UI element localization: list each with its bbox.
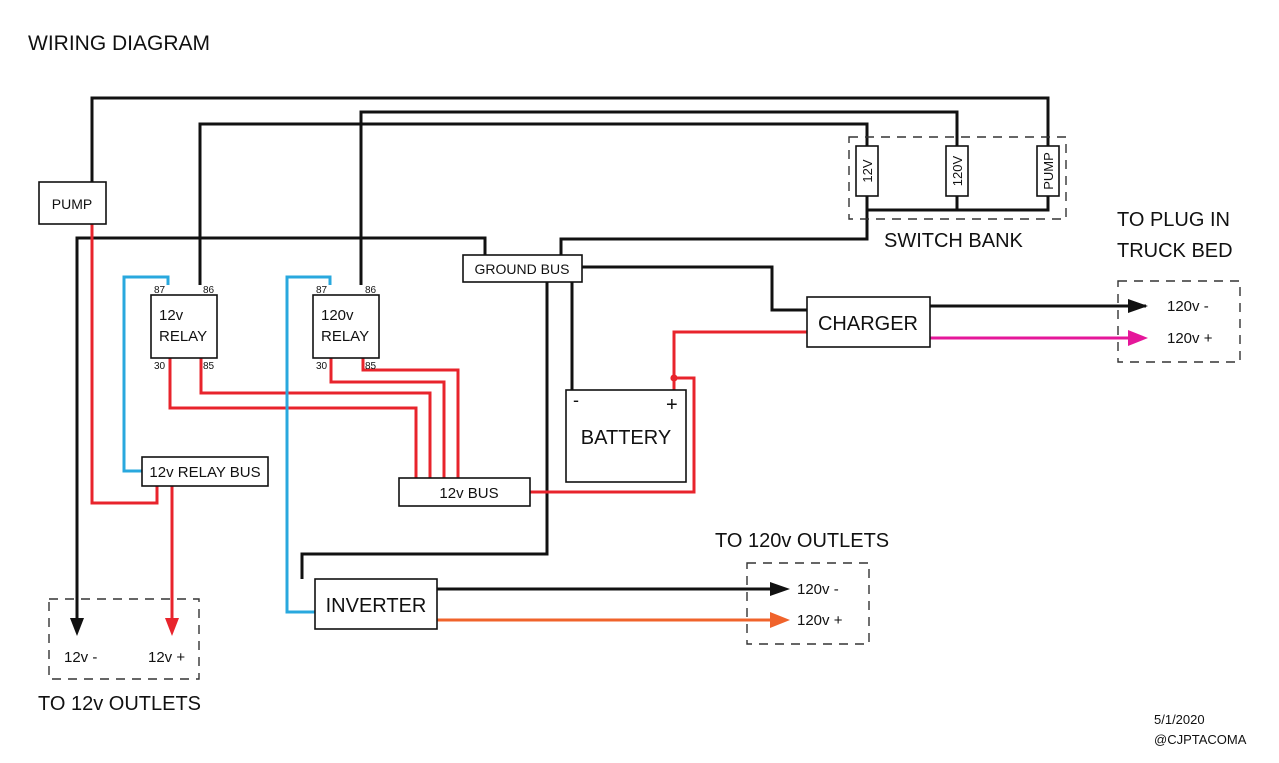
red-wires (90, 224, 807, 622)
truck-bed-pos: 120v + (1167, 330, 1213, 347)
pump-box: PUMP (38, 181, 107, 225)
black-wires (75, 96, 1146, 618)
arrow-inverter-neg (770, 582, 790, 596)
wire-pump-to-pump-switch (90, 96, 1050, 182)
wire-battery-to-charger (672, 330, 807, 390)
arrow-12v-pos (165, 618, 179, 636)
battery-minus: - (573, 390, 579, 410)
wire-12v-relay-30-to-bus (168, 358, 418, 478)
ground-bus-box: GROUND BUS (462, 254, 583, 283)
arrow-charger-neg (1128, 299, 1148, 313)
relay-12v-box: 12v RELAY 87 86 30 85 (150, 285, 218, 372)
bus-12v-box: 12v BUS (398, 477, 531, 507)
arrow-charger-pos (1128, 330, 1148, 346)
footer-handle: @CJPTACOMA (1154, 732, 1247, 747)
relay-120v-pin85: 85 (365, 361, 377, 372)
relay-120v-pin86: 86 (365, 285, 377, 296)
switch-pump-label: PUMP (1041, 152, 1056, 190)
battery-plus: + (666, 394, 678, 416)
pump-label: PUMP (52, 196, 92, 212)
battery-box: - + BATTERY (565, 389, 687, 483)
relay-12v-pin85: 85 (203, 361, 215, 372)
battery-label: BATTERY (581, 427, 671, 449)
wire-120v-relay-86-to-switch (359, 110, 959, 285)
truck-bed-label-line2: TRUCK BED (1117, 240, 1233, 262)
outlets-120v-outline (746, 562, 870, 645)
switch-120v: 120V (945, 145, 969, 197)
outlets-120v-label: TO 120v OUTLETS (715, 530, 889, 552)
truck-bed-label-line1: TO PLUG IN (1117, 209, 1230, 231)
relay-12v-line2: RELAY (159, 328, 207, 345)
arrow-inverter-pos (770, 612, 790, 628)
relay-12v-pin87: 87 (154, 285, 166, 296)
outlets-12v-label: TO 12v OUTLETS (38, 693, 201, 715)
charger-box: CHARGER (806, 296, 931, 348)
truck-bed-outline (1117, 280, 1241, 363)
relay-120v-line2: RELAY (321, 328, 369, 345)
switch-bank-label: SWITCH BANK (884, 230, 1024, 252)
wire-120v-relay-87-to-inverter (285, 275, 332, 614)
switch-bank-outline (848, 136, 1067, 220)
wire-120v-relay-85-to-bus (361, 358, 460, 478)
ground-bus-label: GROUND BUS (475, 261, 570, 277)
outlets-120v-pos: 120v + (797, 612, 843, 629)
relay-120v-pin87: 87 (316, 285, 328, 296)
truck-bed-neg: 120v - (1167, 298, 1209, 315)
footer-date: 5/1/2020 (1154, 712, 1205, 727)
switch-12v: 12V (855, 145, 879, 197)
relay-120v-box: 120v RELAY 87 86 30 85 (312, 285, 380, 372)
wire-12v-relay-86-to-switch (198, 122, 869, 285)
relay-12v-pin86: 86 (203, 285, 215, 296)
switch-pump: PUMP (1036, 145, 1060, 197)
wire-120v-relay-30-to-bus (329, 358, 446, 478)
arrow-12v-neg (70, 618, 84, 636)
junction-dot (670, 374, 678, 382)
blue-wires (122, 275, 332, 614)
relay-bus-12v-label: 12v RELAY BUS (149, 464, 260, 481)
inverter-label: INVERTER (326, 595, 427, 617)
wire-ground-to-charger (582, 265, 807, 312)
charger-label: CHARGER (818, 313, 918, 335)
diagram-title: WIRING DIAGRAM (28, 32, 210, 55)
outlets-12v-pos: 12v + (148, 649, 185, 666)
relay-bus-12v-box: 12v RELAY BUS (141, 456, 269, 487)
relay-12v-line1: 12v (159, 307, 184, 324)
wire-switch-to-ground-bus (559, 210, 869, 255)
relay-120v-pin30: 30 (316, 361, 328, 372)
outlets-12v-neg: 12v - (64, 649, 97, 666)
wire-bus-to-battery-pos (530, 376, 696, 494)
relay-12v-pin30: 30 (154, 361, 166, 372)
wire-12v-relay-87-to-relay-bus (122, 275, 170, 473)
wire-ground-to-12v-neg (75, 236, 487, 618)
wire-ground-to-inverter (300, 282, 549, 579)
switch-12v-label: 12V (860, 159, 875, 182)
outlets-12v-outline (48, 598, 200, 680)
wire-pump-to-relay-bus (90, 224, 159, 505)
switch-120v-label: 120V (950, 155, 965, 186)
inverter-box: INVERTER (314, 578, 438, 630)
outlets-120v-neg: 120v - (797, 581, 839, 598)
wire-12v-relay-85-to-bus (199, 358, 432, 478)
bus-12v-label: 12v BUS (439, 485, 498, 502)
relay-120v-line1: 120v (321, 307, 354, 324)
